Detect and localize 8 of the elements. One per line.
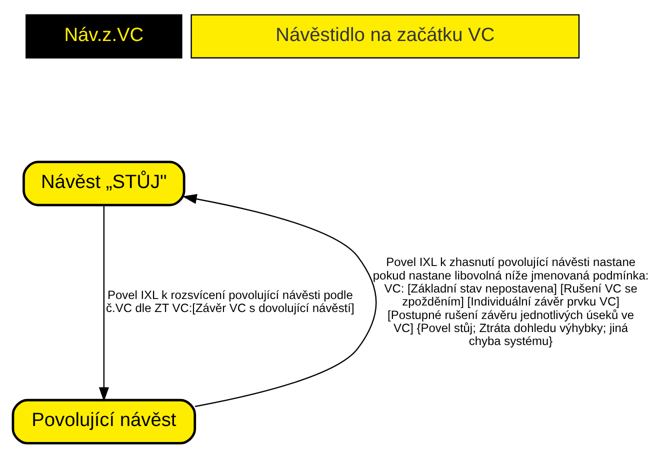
node-box: Náv.z.VC	[26, 14, 182, 58]
node-box: Povolující návěst	[12, 398, 196, 444]
edge-label: Povel IXL k rozsvícení povolující návěsti podle č.VC dle ZT VC:[Závěr VC s dovolující návěstí]	[106, 288, 354, 315]
node-box: Návěstidlo na začátku VC	[190, 14, 580, 58]
arrow	[98, 204, 109, 402]
arrow	[182, 194, 377, 407]
edge-label: Povel IXL k zhasnutí povolující návěsti nastane pokud nastane libovolná níže jmenovaná podmínka: VC: [Základní stav nepostavena] [Rušení VC se zpožděním] [Individuální závěr prvku VC] [Postupné rušení závěru jednotlivých úseků ve VC] {Povel stůj; Ztráta dohledu výhybky; jiná chyba systému}	[372, 254, 649, 348]
node-box: Návěst „STŮJ"	[22, 160, 186, 206]
